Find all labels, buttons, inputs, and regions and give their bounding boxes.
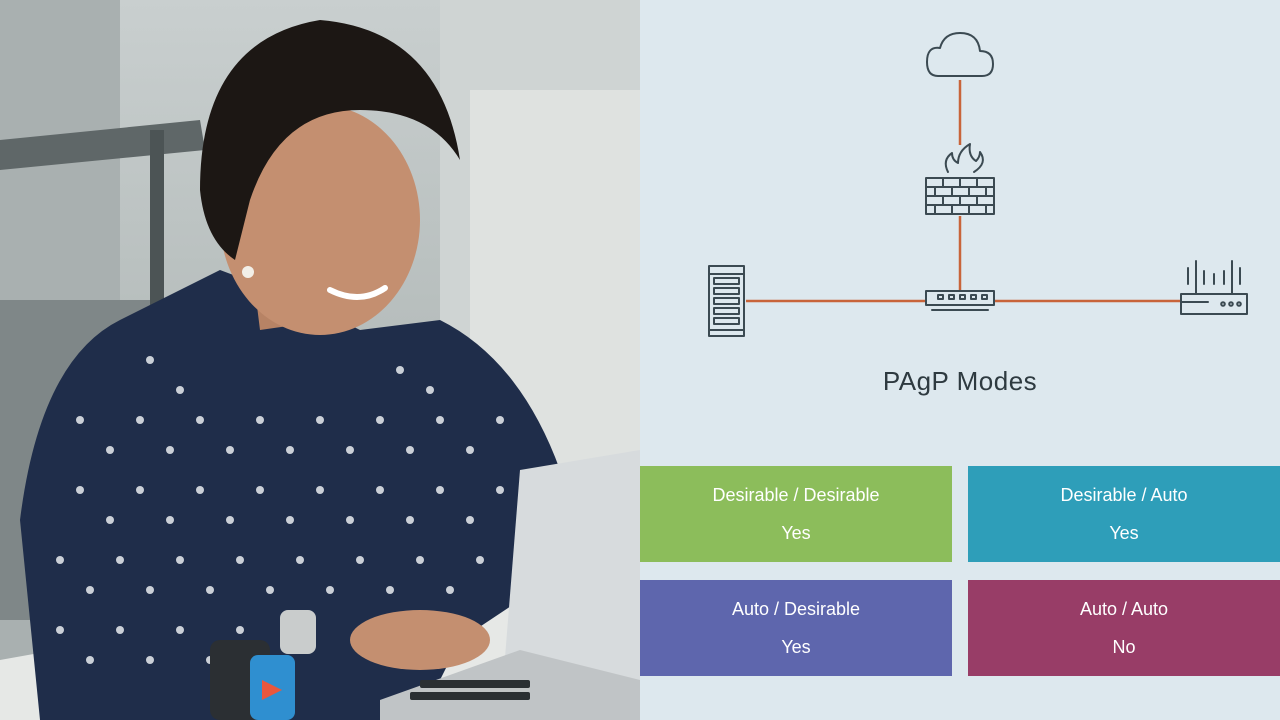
mode-box-desirable-auto: Desirable / Auto Yes: [968, 466, 1280, 562]
mode-combo-label: Auto / Auto: [1079, 598, 1169, 619]
cloud-icon: [926, 32, 994, 77]
mode-box-desirable-desirable: Desirable / Desirable Yes: [640, 466, 952, 562]
mode-result-label: No: [1112, 636, 1136, 657]
network-links: [746, 80, 1180, 303]
mode-box-auto-desirable: Auto / Desirable Yes: [640, 580, 952, 676]
diagram-title: PAgP Modes: [882, 366, 1038, 396]
network-topology: [708, 32, 1248, 337]
switch-icon: [925, 290, 995, 311]
mode-combo-label: Desirable / Auto: [1060, 484, 1188, 505]
mode-box-auto-auto: Auto / Auto No: [968, 580, 1280, 676]
mode-result-label: Yes: [1109, 522, 1139, 543]
mode-combo-label: Auto / Desirable: [731, 598, 861, 619]
firewall-icon: [925, 143, 995, 215]
photo-person-at-laptop: [0, 0, 640, 720]
pagp-diagram-panel: PAgP Modes Desirable / Desirable Yes Des…: [640, 0, 1280, 720]
photo-illustration: [0, 0, 640, 720]
server-icon: [708, 265, 745, 337]
mode-result-label: Yes: [781, 522, 811, 543]
mode-result-label: Yes: [781, 636, 811, 657]
mode-combo-label: Desirable / Desirable: [712, 484, 880, 505]
router-icon: [1180, 260, 1248, 315]
